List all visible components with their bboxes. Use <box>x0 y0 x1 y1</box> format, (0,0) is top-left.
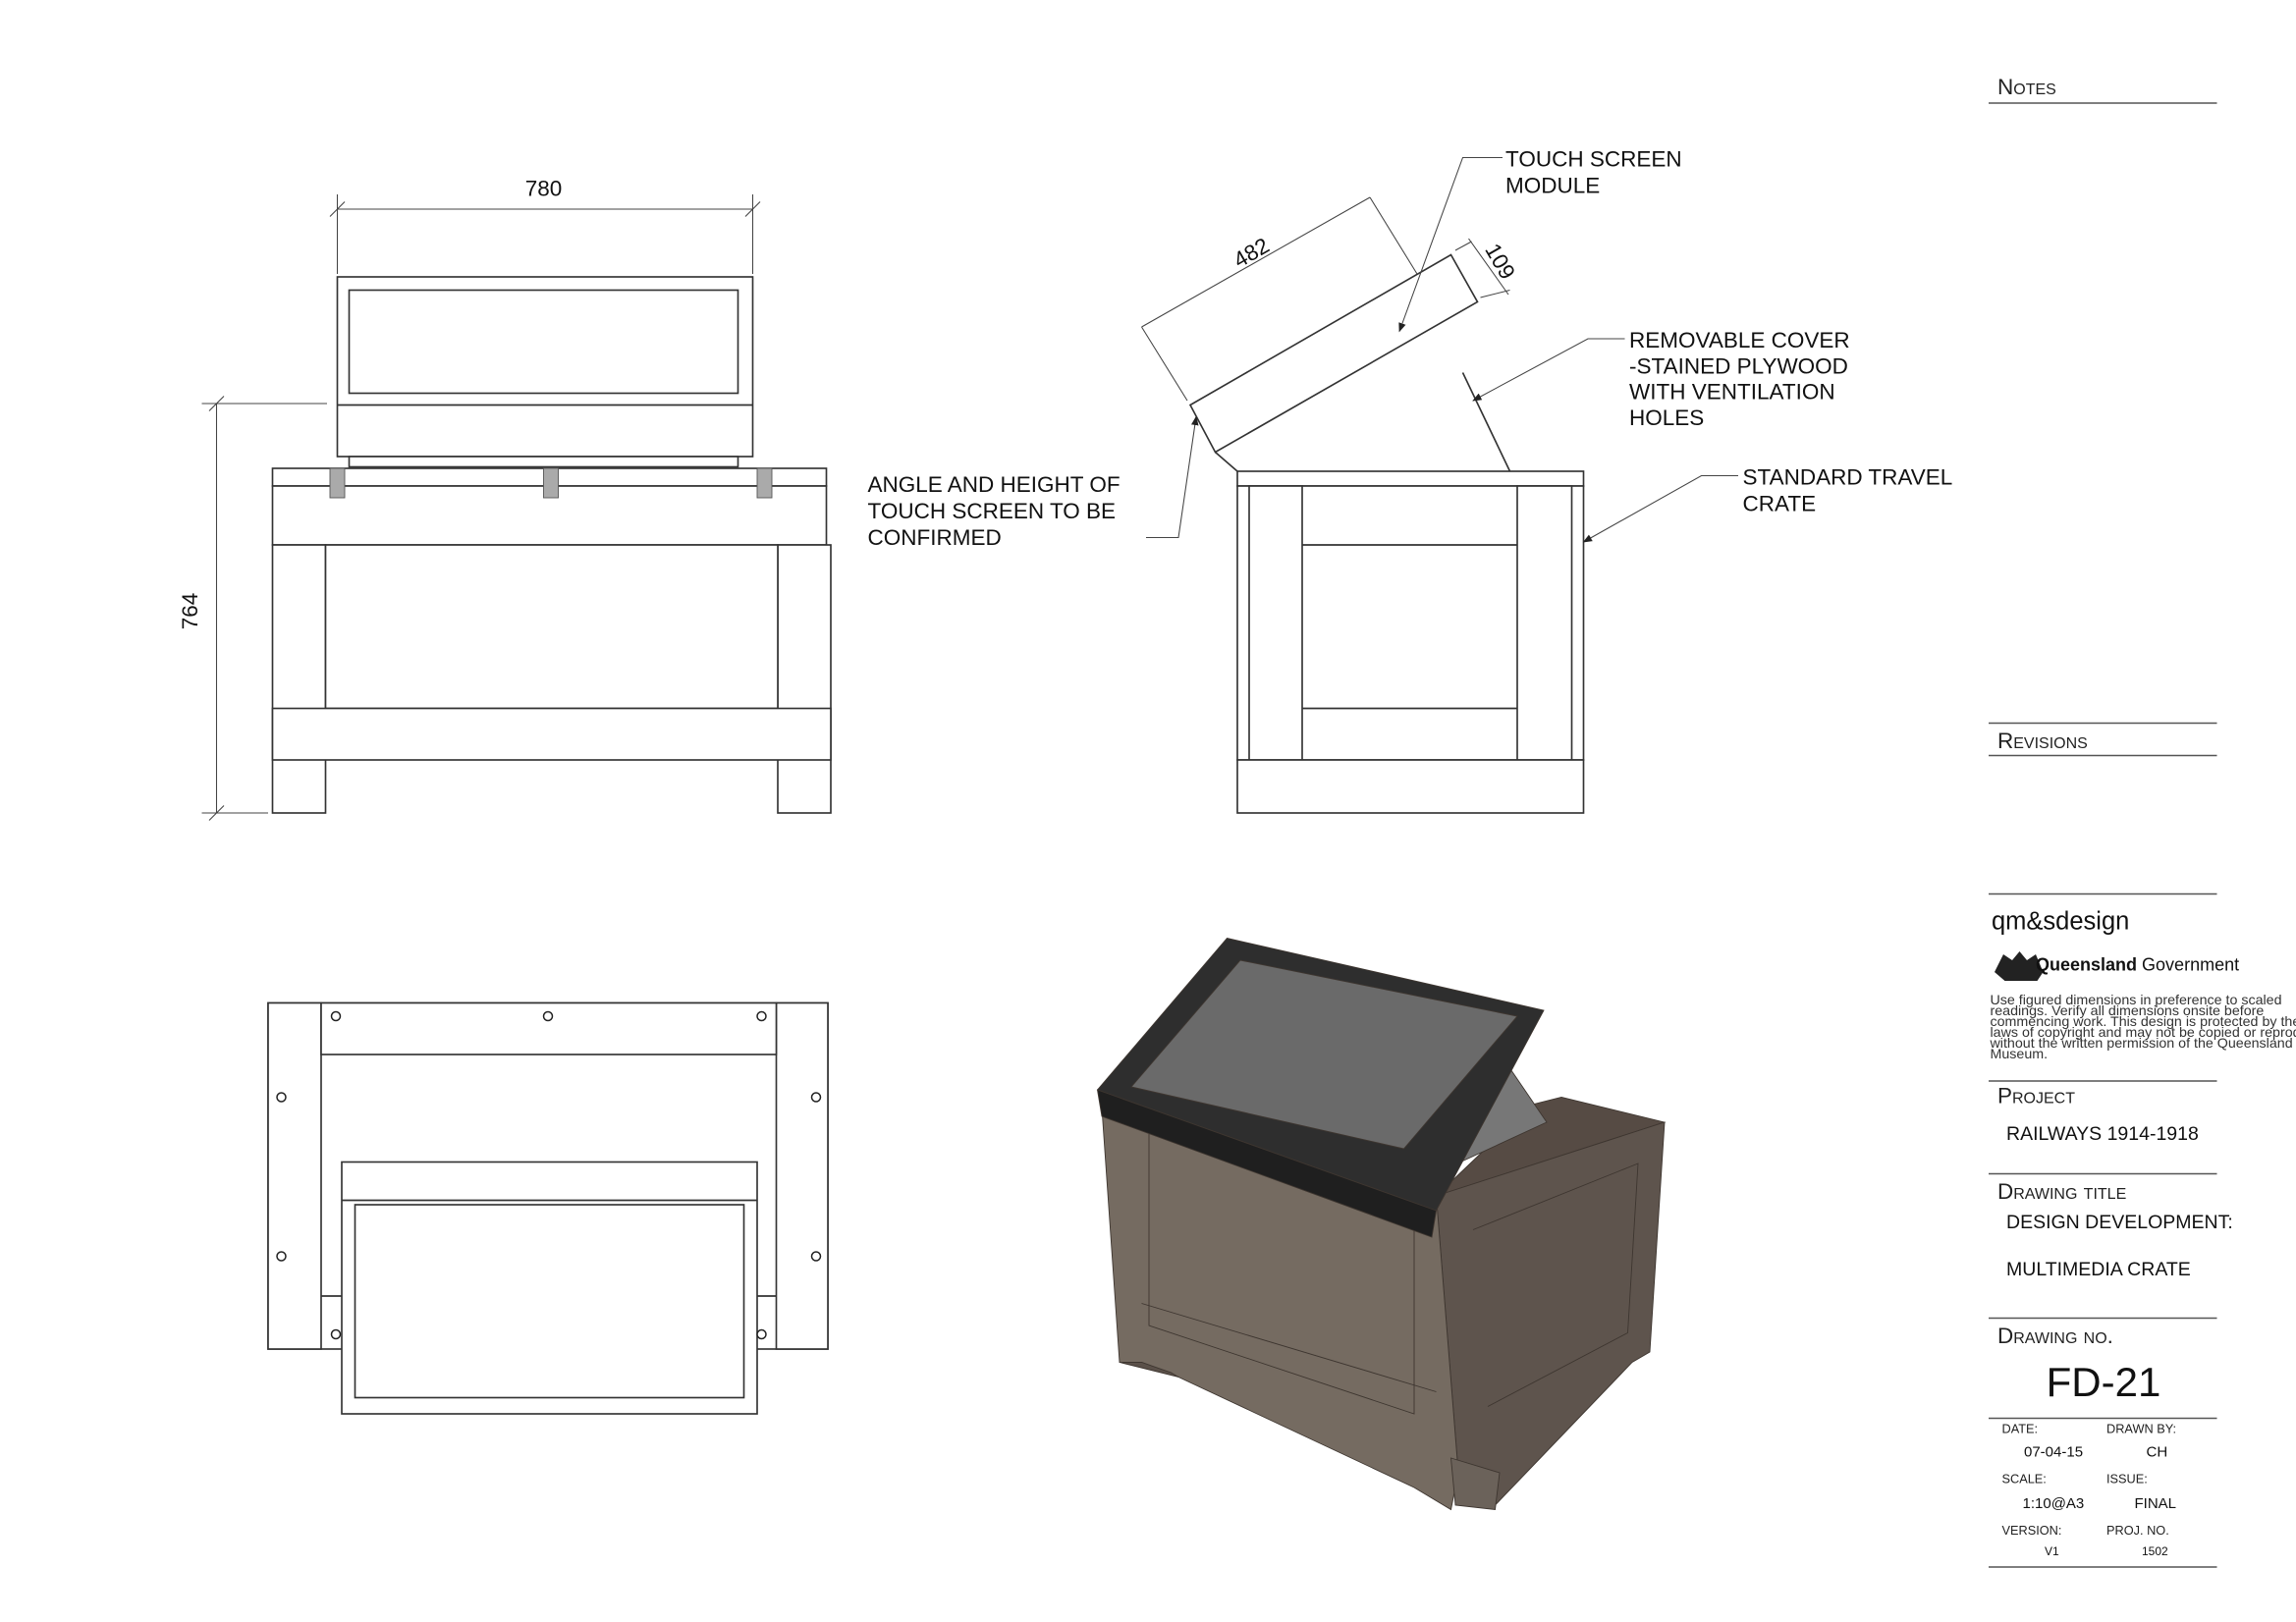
drawing-title-label: Drawing title <box>1997 1179 2126 1204</box>
version-label: VERSION: <box>2002 1523 2062 1538</box>
notes-label: Notes <box>1997 75 2056 99</box>
issue-label: ISSUE: <box>2106 1472 2148 1487</box>
disclaimer: Use figured dimensions in preference to … <box>1990 993 2296 1062</box>
drawn-by-label: DRAWN BY: <box>2106 1422 2176 1436</box>
drawn-by-value: CH <box>2147 1444 2168 1461</box>
module-depth-dimension: 109 <box>1480 240 1519 284</box>
proj-no-value: 1502 <box>2142 1544 2168 1558</box>
crate-3d-render <box>1096 938 1667 1511</box>
queensland-crest-icon <box>1995 951 2044 981</box>
width-dimension: 780 <box>525 177 563 201</box>
government-logo: Queensland Government <box>2036 955 2239 975</box>
date-label: DATE: <box>2002 1422 2039 1436</box>
firm-logo: qm&sdesign <box>1992 908 2129 936</box>
drawing-title-line2: MULTIMEDIA CRATE <box>2006 1259 2191 1280</box>
project-label: Project <box>1997 1084 2075 1108</box>
plan-view <box>267 1001 829 1415</box>
drawing-title-line1: DESIGN DEVELOPMENT: <box>2006 1212 2233 1233</box>
clamp-hardware <box>329 467 773 499</box>
version-value: V1 <box>2045 1544 2059 1558</box>
module-length-dimension: 482 <box>1230 233 1274 272</box>
scale-value: 1:10@A3 <box>2023 1495 2085 1512</box>
height-dimension: 764 <box>178 593 202 630</box>
front-elevation: 780 764 <box>178 177 832 821</box>
project-value: RAILWAYS 1914-1918 <box>2006 1123 2199 1145</box>
title-block: Notes Revisions qm&sdesign Queensland Go… <box>1989 75 2296 1568</box>
issue-value: FINAL <box>2135 1495 2177 1512</box>
drawing-no-label: Drawing no. <box>1997 1324 2113 1348</box>
proj-no-label: PROJ. NO. <box>2106 1523 2169 1538</box>
bolt-icons <box>276 1010 822 1340</box>
scale-label: SCALE: <box>2002 1472 2047 1487</box>
drawing-number: FD-21 <box>2047 1359 2161 1405</box>
revisions-label: Revisions <box>1997 729 2088 753</box>
date-value: 07-04-15 <box>2024 1444 2083 1461</box>
